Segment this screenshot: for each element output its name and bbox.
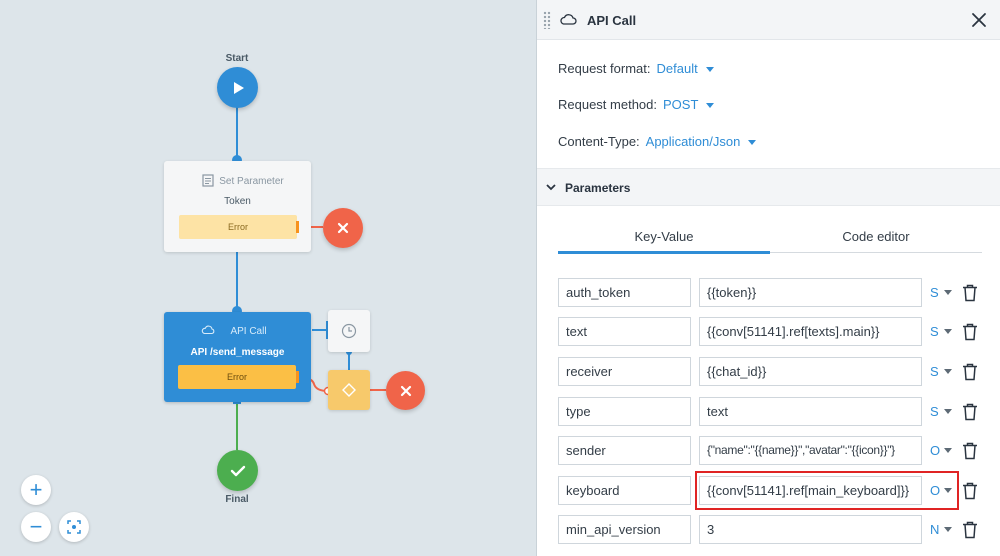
parameters-title: Parameters [565,181,631,195]
close-icon [337,222,349,234]
request-method-row: Request method: POST [558,97,715,112]
param-type-select[interactable]: O [930,443,941,458]
trash-icon[interactable] [962,284,978,302]
cloud-icon [201,325,215,335]
content-type-label: Content-Type: [558,134,640,149]
flow-canvas[interactable]: Start Set Parameter Token Error API Call… [0,0,536,556]
cloud-icon [560,14,577,25]
trash-icon[interactable] [962,482,978,500]
fit-screen-button[interactable] [59,512,89,542]
set-parameter-title: Set Parameter [219,176,284,187]
param-type-select[interactable]: S [930,285,939,300]
param-type-select[interactable]: O [930,483,941,498]
chevron-down-icon[interactable] [705,67,714,73]
close-icon[interactable] [969,10,989,30]
content-type-dropdown[interactable]: Application/Json [645,134,741,149]
highlight-box [695,471,959,510]
param-value-input[interactable]: 3 [699,515,922,544]
param-value-input[interactable]: {{chat_id}} [699,357,922,386]
chevron-down-icon[interactable] [944,527,952,532]
timeout-node[interactable] [328,310,370,352]
trash-icon[interactable] [962,363,978,381]
param-key-input[interactable]: keyboard [558,476,691,505]
check-icon [230,465,245,476]
trash-icon[interactable] [962,323,978,341]
chevron-down-icon[interactable] [944,448,952,453]
param-key-input[interactable]: type [558,397,691,426]
connector-lines [232,104,386,450]
chevron-down-icon[interactable] [944,488,952,493]
content-type-row: Content-Type: Application/Json [558,134,757,149]
error-port[interactable] [296,371,299,383]
tab-divider [558,252,982,253]
param-key-input[interactable]: min_api_version [558,515,691,544]
panel-divider[interactable] [536,0,537,556]
chevron-down-icon[interactable] [944,409,952,414]
param-value-input[interactable]: {{conv[51141].ref[main_keyboard]}} [699,476,922,505]
api-call-node[interactable]: API Call API /send_message Error [164,312,311,402]
request-format-label: Request format: [558,61,651,76]
chevron-down-icon[interactable] [944,369,952,374]
error-end-node-2[interactable] [386,371,425,410]
api-call-subtitle: API /send_message [190,347,285,358]
tab-active-indicator [558,251,770,254]
request-method-dropdown[interactable]: POST [663,97,699,112]
panel-title: API Call [587,13,637,28]
tab-key-value[interactable]: Key-Value [634,229,694,244]
final-label: Final [225,494,249,505]
condition-node[interactable] [328,370,370,410]
set-parameter-subtitle: Token [224,196,251,207]
param-value-input[interactable]: text [699,397,922,426]
zoom-in-button[interactable]: + [21,475,51,505]
clock-icon [341,323,357,339]
error-end-node[interactable] [323,208,363,248]
param-key-input[interactable]: sender [558,436,691,465]
chevron-down-icon[interactable] [944,329,952,334]
request-format-dropdown[interactable]: Default [656,61,698,76]
properties-panel: API Call Request format: Default Request … [537,0,1000,556]
zoom-out-button[interactable]: − [21,512,51,542]
trash-icon[interactable] [962,442,978,460]
param-type-select[interactable]: S [930,324,939,339]
param-key-input[interactable]: receiver [558,357,691,386]
parameters-section-header[interactable]: Parameters [537,168,1000,206]
final-node[interactable] [217,450,258,491]
param-key-input[interactable]: text [558,317,691,346]
panel-header: API Call [537,0,1000,40]
param-value-input[interactable]: {{token}} [699,278,922,307]
api-call-title: API Call [230,326,267,337]
play-icon [233,81,244,94]
fit-screen-icon [67,520,81,534]
close-icon [400,385,411,396]
set-parameter-error-bar[interactable]: Error [179,215,297,239]
trash-icon[interactable] [962,521,978,539]
diamond-icon [342,383,356,397]
chevron-down-icon[interactable] [748,140,757,146]
request-format-row: Request format: Default [558,61,714,76]
tab-code-editor[interactable]: Code editor [842,229,910,244]
error-port[interactable] [296,221,299,233]
start-label: Start [225,53,249,64]
param-type-select[interactable]: N [930,522,940,537]
param-value-input[interactable]: {{conv[51141].ref[texts].main}} [699,317,922,346]
document-icon [202,174,214,187]
param-key-input[interactable]: auth_token [558,278,691,307]
chevron-down-icon [546,184,556,191]
request-method-label: Request method: [558,97,658,112]
drag-grip-icon[interactable] [543,11,551,29]
param-type-select[interactable]: S [930,404,939,419]
trash-icon[interactable] [962,403,978,421]
set-parameter-node[interactable]: Set Parameter Token Error [164,161,311,252]
start-node[interactable] [217,67,258,108]
param-type-select[interactable]: S [930,364,939,379]
chevron-down-icon[interactable] [706,103,715,109]
chevron-down-icon[interactable] [944,290,952,295]
param-value-input[interactable]: {"name":"{{name}}","avatar":"{{icon}}"} [699,436,922,465]
api-call-error-bar[interactable]: Error [178,365,296,389]
